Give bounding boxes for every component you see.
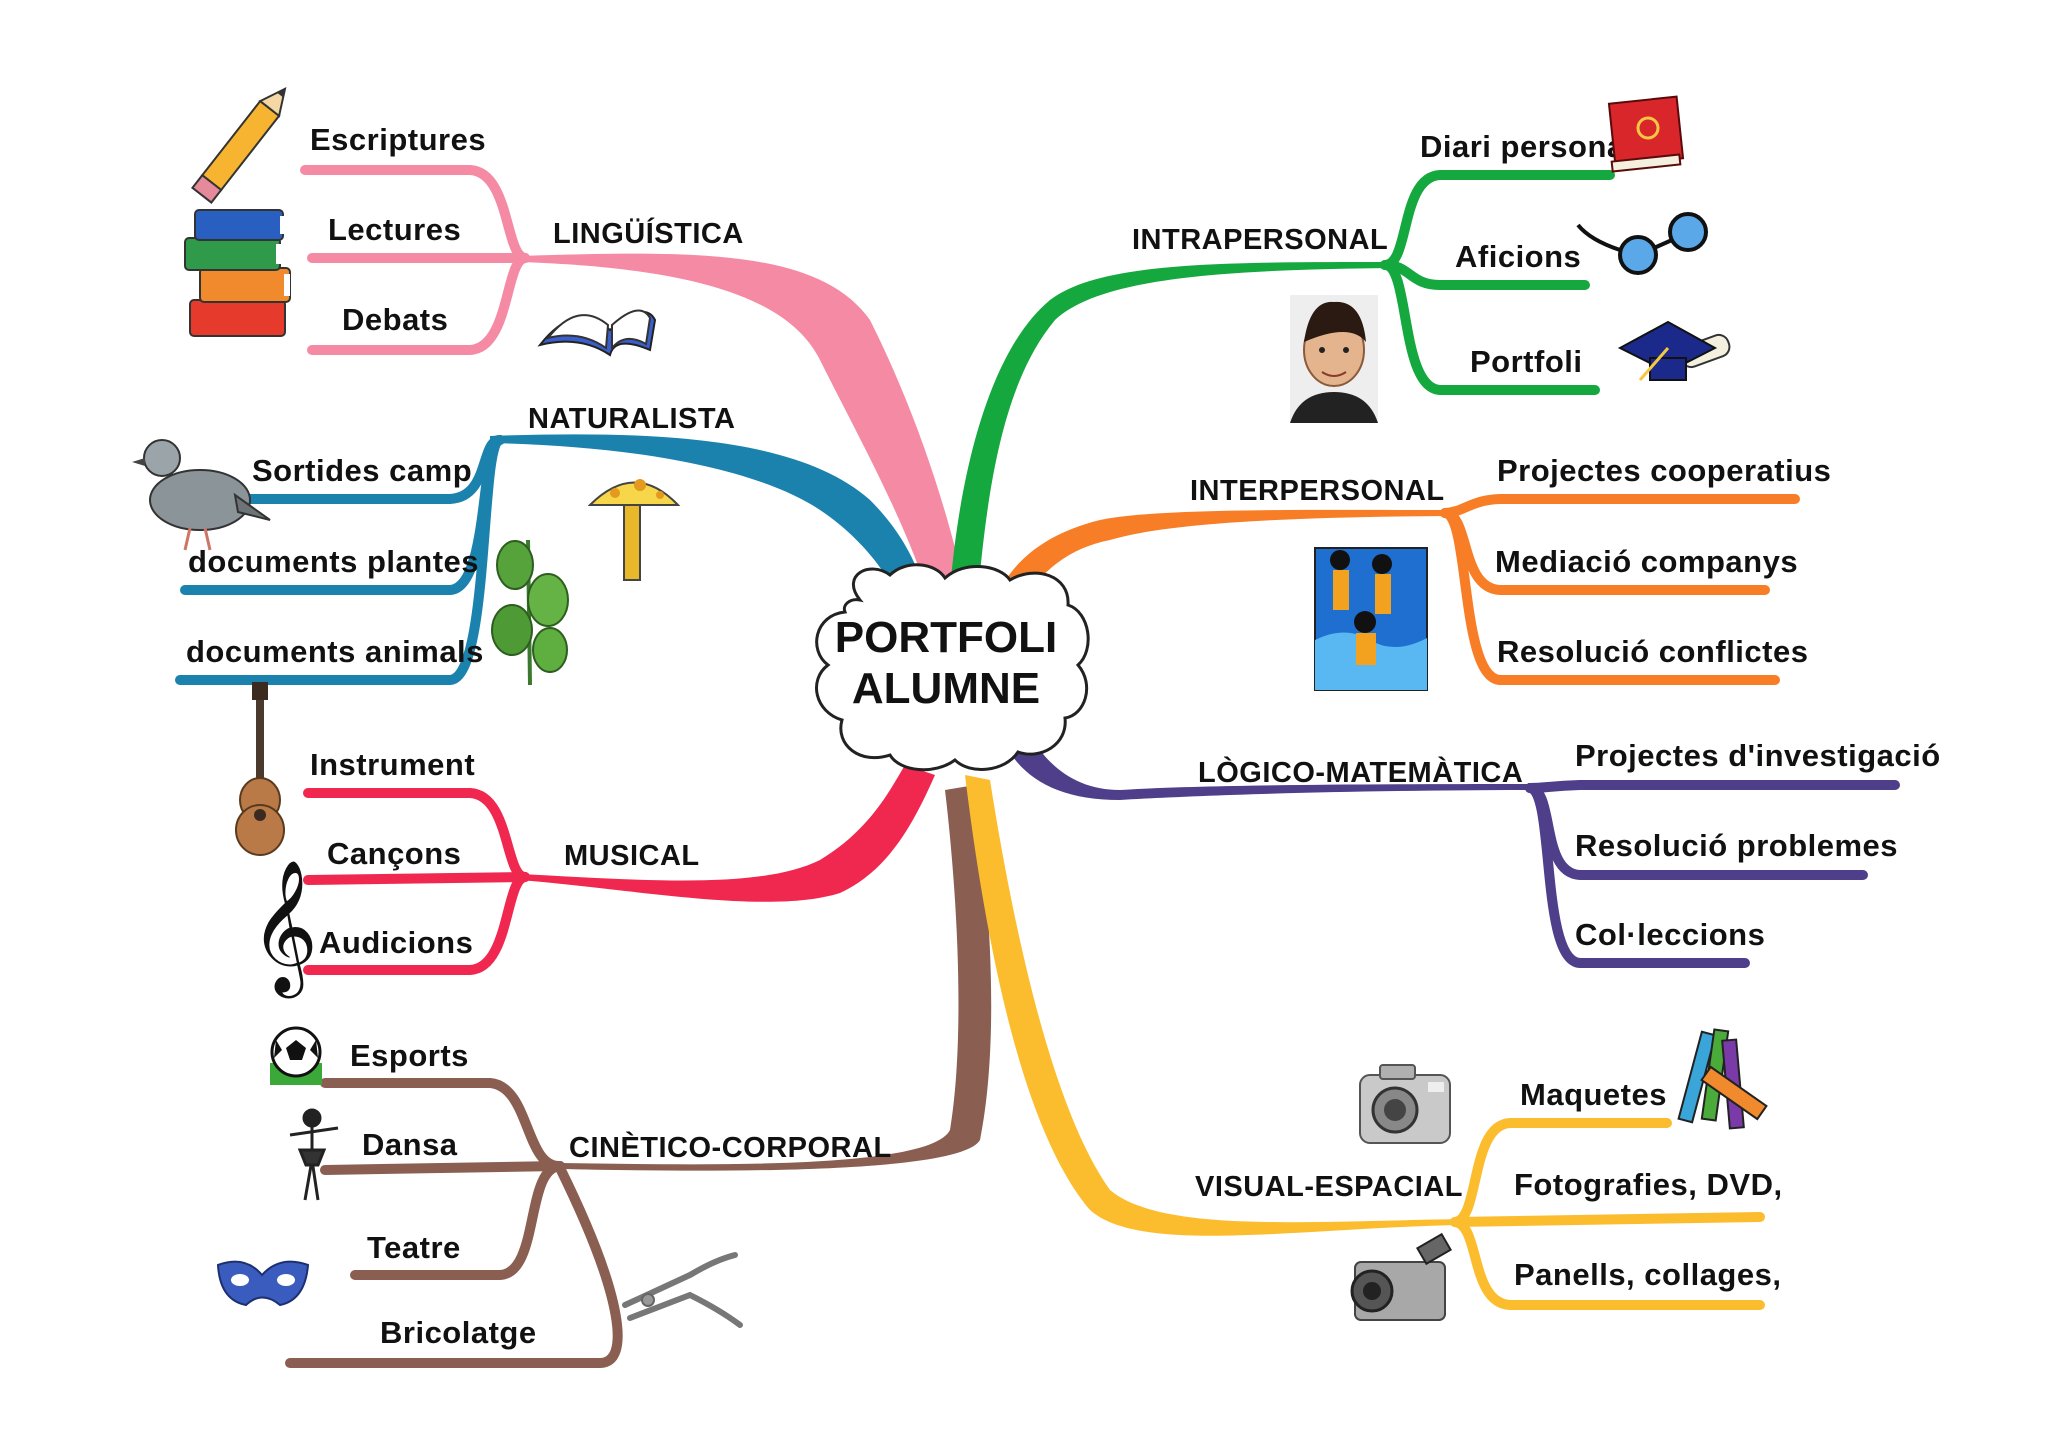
leaf-audicions: Audicions xyxy=(319,925,473,960)
branch-naturalista xyxy=(490,434,925,600)
guitar-icon xyxy=(235,682,285,856)
leaf-projectes-cooperatius: Projectes cooperatius xyxy=(1497,453,1831,488)
boy-photo-icon xyxy=(1290,295,1378,423)
leaf-line-investigacio xyxy=(1525,780,1900,793)
leaf-panells-collages: Panells, collages, xyxy=(1514,1257,1781,1292)
pencil-icon xyxy=(191,86,287,204)
icons: 𝄞 xyxy=(132,86,1768,1328)
category-labels: LINGÜÍSTICA NATURALISTA MUSICAL CINÈTICO… xyxy=(528,216,1523,1203)
branch-linguistica xyxy=(520,253,965,600)
leaf-line-conflictes xyxy=(1440,508,1780,685)
leaf-portfoli: Portfoli xyxy=(1470,344,1583,379)
leaf-esports: Esports xyxy=(350,1038,469,1073)
video-camera-icon xyxy=(1350,1232,1452,1321)
center-title-line2: ALUMNE xyxy=(852,664,1040,713)
category-visual-espacial: VISUAL-ESPACIAL xyxy=(1195,1171,1463,1203)
leaf-aficions: Aficions xyxy=(1455,239,1581,274)
books-icon xyxy=(184,209,291,337)
leaf-line-cooperatius xyxy=(1440,494,1800,518)
branch-musical xyxy=(520,765,935,902)
leaf-line-audicions xyxy=(303,872,530,975)
center-title-line1: PORTFOLI xyxy=(835,613,1057,662)
dancer-icon xyxy=(289,1108,339,1201)
sub-branches xyxy=(175,165,1900,1368)
leaf-colleccions: Col·leccions xyxy=(1575,917,1765,952)
leaf-line-cancons xyxy=(303,872,530,885)
leaf-mediacio-companys: Mediació companys xyxy=(1495,544,1798,579)
category-logico-matematica: LÒGICO-MATEMÀTICA xyxy=(1198,755,1523,789)
crayons-icon xyxy=(1677,1028,1768,1130)
cloud-shape xyxy=(815,563,1090,772)
plant-icon xyxy=(491,539,569,686)
leaf-debats: Debats xyxy=(342,302,448,337)
category-naturalista: NATURALISTA xyxy=(528,403,735,435)
branch-visual xyxy=(965,775,1460,1236)
leaf-bricolatge: Bricolatge xyxy=(380,1315,537,1350)
leaf-fotografies-dvd: Fotografies, DVD, xyxy=(1514,1167,1783,1202)
leaf-documents-animals: documents animals xyxy=(186,634,484,669)
leaf-documents-plantes: documents plantes xyxy=(188,544,479,579)
leaf-resolucio-problemes: Resolució problemes xyxy=(1575,828,1898,863)
category-linguistica: LINGÜÍSTICA xyxy=(553,216,744,250)
pliers-icon xyxy=(622,1252,743,1328)
center-node: PORTFOLI ALUMNE xyxy=(815,563,1090,772)
leaf-sortides-camp: Sortides camp xyxy=(252,453,472,488)
leaf-line-dansa xyxy=(320,1161,565,1175)
leaf-teatre: Teatre xyxy=(367,1230,461,1265)
main-branches xyxy=(490,253,1540,1236)
leaf-line-bricolatge xyxy=(285,1163,623,1368)
leaf-line-colleccions xyxy=(1525,783,1750,968)
mask-icon xyxy=(216,1260,310,1307)
leaf-line-panells xyxy=(1450,1217,1765,1310)
swimmers-icon xyxy=(1314,547,1428,691)
category-intrapersonal: INTRAPERSONAL xyxy=(1132,224,1388,256)
category-musical: MUSICAL xyxy=(564,840,700,872)
leaf-escriptures: Escriptures xyxy=(310,122,486,157)
treble-clef-icon: 𝄞 xyxy=(250,859,318,998)
soccer-ball-icon xyxy=(270,1026,322,1085)
category-interpersonal: INTERPERSONAL xyxy=(1190,475,1445,507)
leaf-line-portfoli xyxy=(1380,260,1600,395)
open-book-icon xyxy=(537,309,657,357)
pigeon-icon xyxy=(132,439,271,551)
photo-camera-icon xyxy=(1359,1064,1451,1144)
leaf-line-debats xyxy=(307,253,530,355)
leaf-projectes-investigacio: Projectes d'investigació xyxy=(1575,738,1941,773)
mushroom-icon xyxy=(587,479,681,581)
leaf-instrument: Instrument xyxy=(310,747,475,782)
leaf-labels: Escriptures Lectures Debats Sortides cam… xyxy=(186,122,1941,1350)
leaf-line-fotografies xyxy=(1450,1212,1765,1227)
branch-logico xyxy=(1005,735,1540,800)
glasses-icon xyxy=(1576,212,1708,275)
leaf-line-animals xyxy=(175,435,505,685)
leaf-line-maquetes xyxy=(1450,1118,1672,1227)
leaf-lectures: Lectures xyxy=(328,212,461,247)
leaf-line-teatre xyxy=(350,1161,565,1280)
leaf-maquetes: Maquetes xyxy=(1520,1077,1667,1112)
leaf-cancons: Cançons xyxy=(327,836,461,871)
graduation-cap-icon xyxy=(1617,320,1731,381)
leaf-diari-personal: Diari personal xyxy=(1420,129,1634,164)
branch-interpersonal xyxy=(995,509,1450,608)
diary-icon xyxy=(1607,95,1685,173)
leaf-resolucio-conflictes: Resolució conflictes xyxy=(1497,634,1808,669)
leaf-dansa: Dansa xyxy=(362,1127,458,1162)
category-cinetico-corporal: CINÈTICO-CORPORAL xyxy=(569,1130,892,1164)
